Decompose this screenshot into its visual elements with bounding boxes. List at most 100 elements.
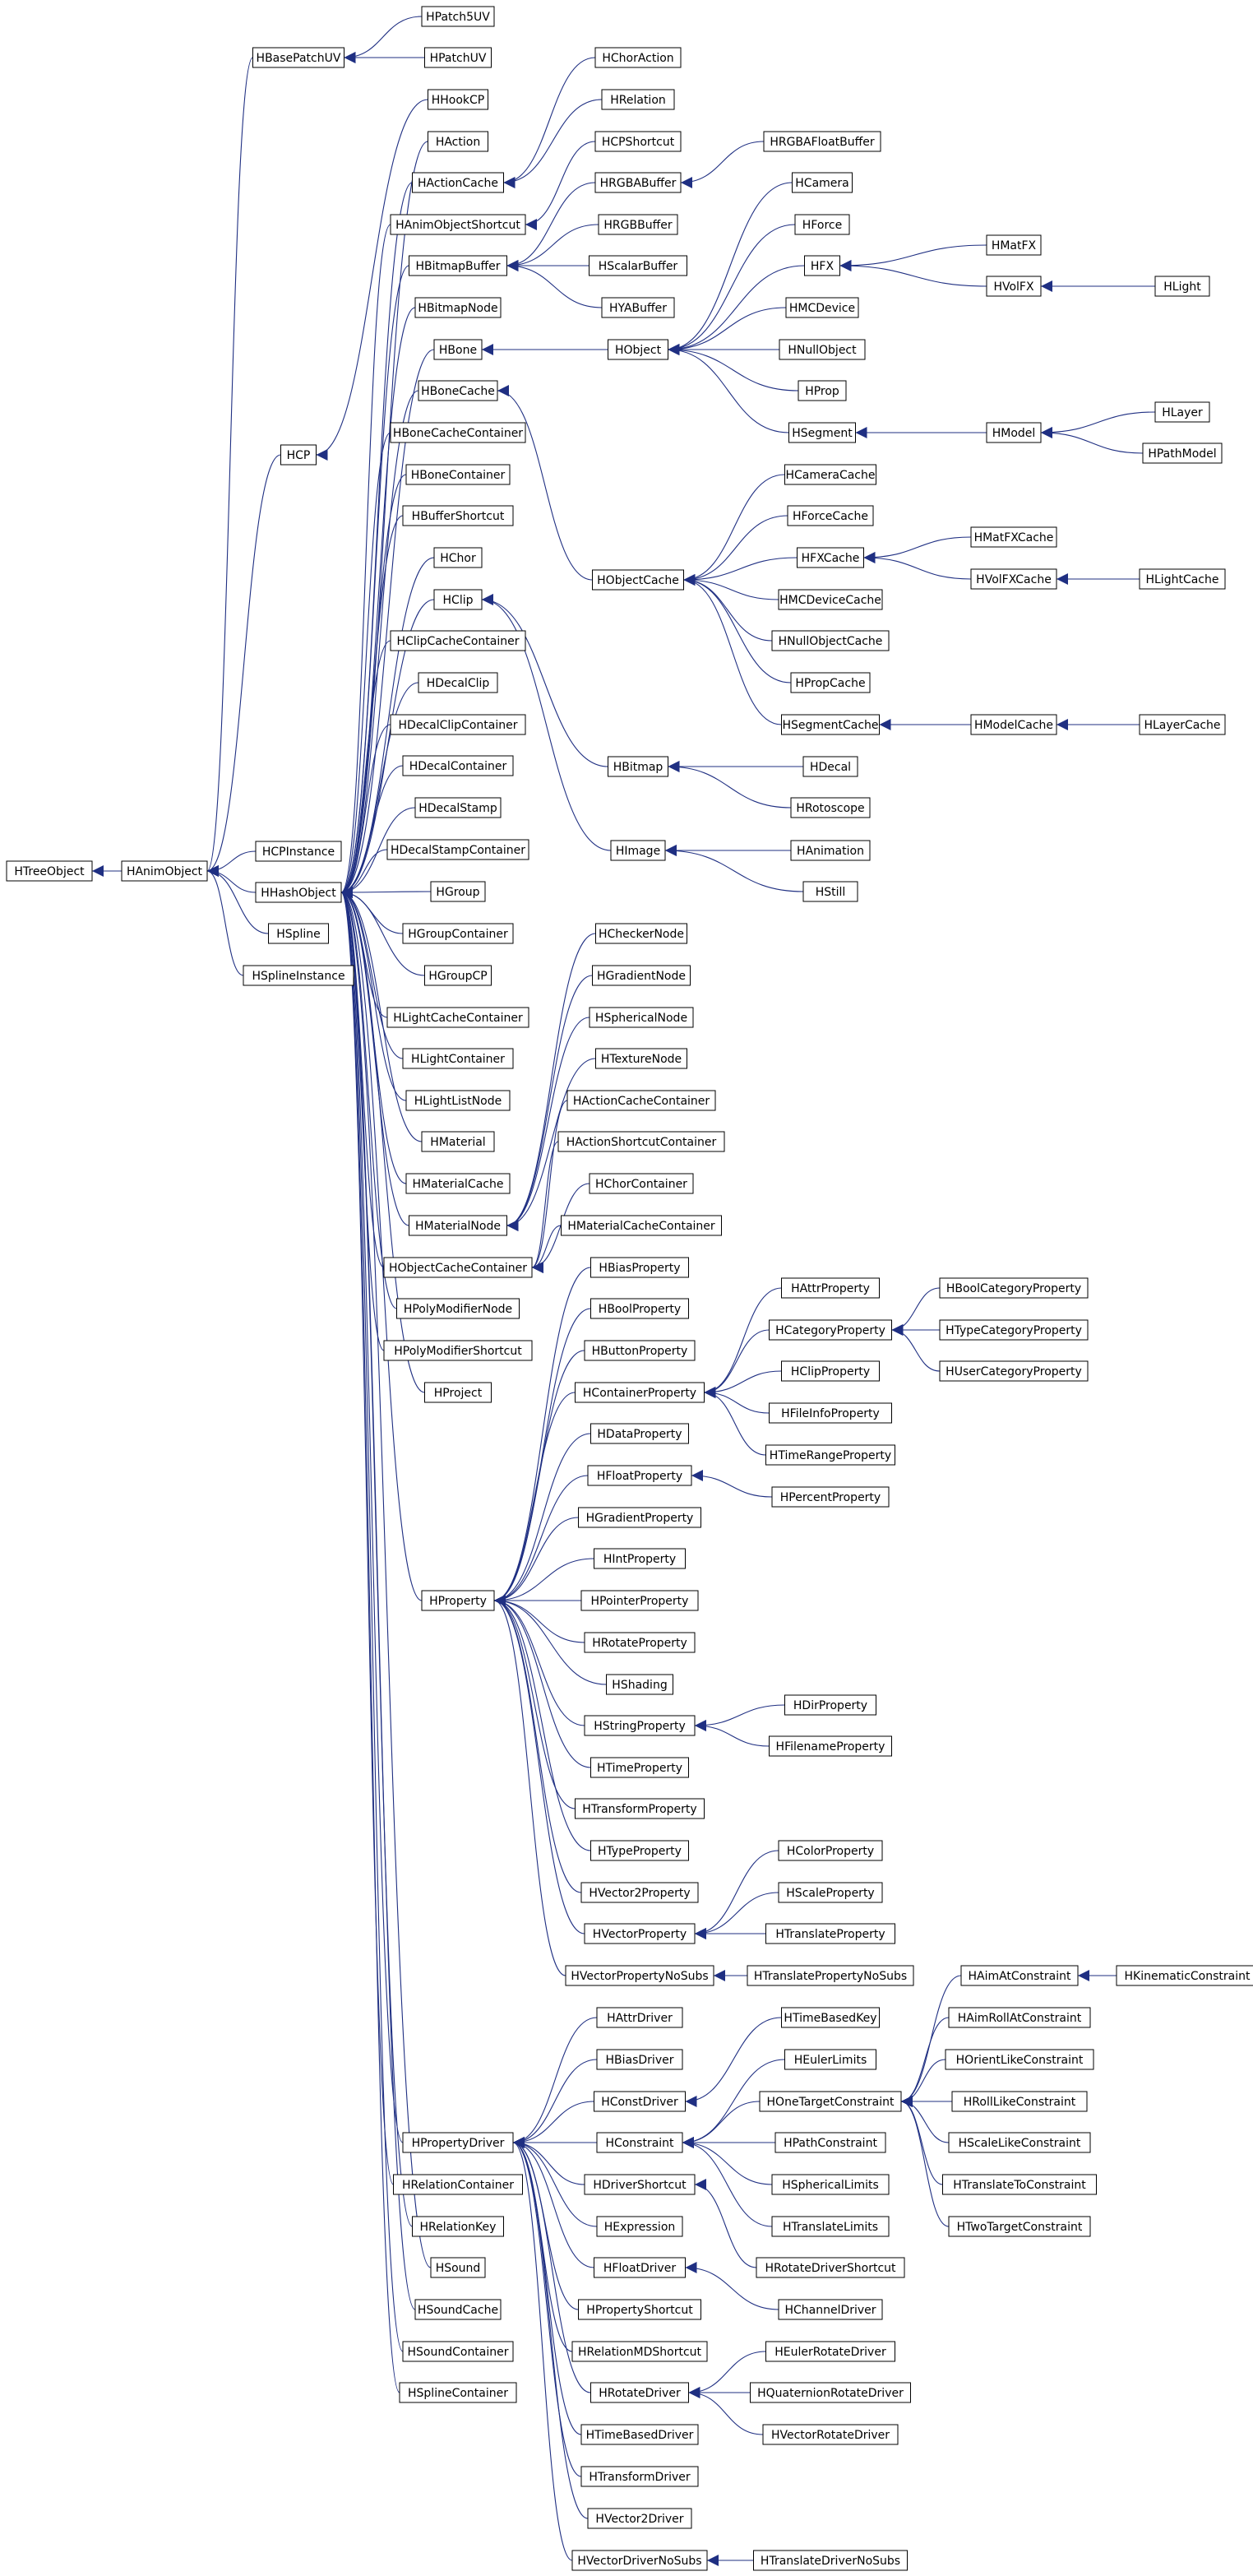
class-node-hspherical-limits[interactable]: HSphericalLimits xyxy=(771,2174,890,2195)
class-node-hspline-instance[interactable]: HSplineInstance xyxy=(243,965,354,986)
class-node-hchor[interactable]: HChor xyxy=(433,547,483,568)
class-node-hvol-fx[interactable]: HVolFX xyxy=(986,276,1042,297)
class-node-hsound-cache[interactable]: HSoundCache xyxy=(414,2299,502,2320)
class-node-htranslate-property-no-subs[interactable]: HTranslatePropertyNoSubs xyxy=(747,1965,914,1986)
class-node-hvector2-property[interactable]: HVector2Property xyxy=(580,1882,699,1903)
class-node-hanim-object[interactable]: HAnimObject xyxy=(121,860,208,882)
class-node-htwo-target-constraint[interactable]: HTwoTargetConstraint xyxy=(948,2216,1091,2237)
class-node-hvector-property-no-subs[interactable]: HVectorPropertyNoSubs xyxy=(565,1965,714,1986)
class-node-hpath-constraint[interactable]: HPathConstraint xyxy=(774,2132,886,2153)
class-node-hpatch-uv[interactable]: HPatchUV xyxy=(424,47,492,68)
class-node-hlayer-cache[interactable]: HLayerCache xyxy=(1139,714,1226,735)
class-node-hone-target-constraint[interactable]: HOneTargetConstraint xyxy=(759,2091,902,2112)
class-node-hvector-driver-no-subs[interactable]: HVectorDriverNoSubs xyxy=(571,2550,708,2571)
class-node-hfilename-property[interactable]: HFilenameProperty xyxy=(769,1735,892,1757)
class-node-hbias-driver[interactable]: HBiasDriver xyxy=(596,2049,683,2070)
class-node-hstill[interactable]: HStill xyxy=(802,881,858,902)
class-node-hstring-property[interactable]: HStringProperty xyxy=(584,1715,696,1736)
class-node-hconst-driver[interactable]: HConstDriver xyxy=(594,2091,686,2112)
class-node-hbitmap-node[interactable]: HBitmapNode xyxy=(414,297,502,318)
class-node-hlight-cache-container[interactable]: HLightCacheContainer xyxy=(386,1007,529,1028)
class-node-htranslate-driver-no-subs[interactable]: HTranslateDriverNoSubs xyxy=(753,2550,908,2571)
class-node-haction-shortcut-container[interactable]: HActionShortcutContainer xyxy=(557,1131,725,1152)
class-node-hcolor-property[interactable]: HColorProperty xyxy=(778,1840,883,1861)
class-node-htexture-node[interactable]: HTextureNode xyxy=(595,1048,687,1069)
class-node-haim-roll-at-constraint[interactable]: HAimRollAtConstraint xyxy=(948,2007,1091,2028)
class-node-hobject[interactable]: HObject xyxy=(608,339,668,360)
class-node-hdriver-shortcut[interactable]: HDriverShortcut xyxy=(584,2174,696,2195)
class-node-hgroup-cp[interactable]: HGroupCP xyxy=(424,965,492,986)
class-node-hlight-container[interactable]: HLightContainer xyxy=(402,1048,514,1069)
class-node-hnull-object-cache[interactable]: HNullObjectCache xyxy=(771,630,890,651)
class-node-hrotate-driver[interactable]: HRotateDriver xyxy=(590,2382,689,2403)
class-node-hexpression[interactable]: HExpression xyxy=(596,2216,683,2237)
class-node-hdecal-clip[interactable]: HDecalClip xyxy=(418,672,498,693)
class-node-hobject-cache[interactable]: HObjectCache xyxy=(592,569,684,591)
class-node-hcp[interactable]: HCP xyxy=(280,444,317,466)
class-node-heuler-limits[interactable]: HEulerLimits xyxy=(784,2049,876,2070)
class-node-hdata-property[interactable]: HDataProperty xyxy=(590,1423,689,1444)
class-node-hshading[interactable]: HShading xyxy=(606,1674,673,1695)
class-node-hscale-like-constraint[interactable]: HScaleLikeConstraint xyxy=(948,2132,1091,2153)
class-node-hsegment[interactable]: HSegment xyxy=(788,422,856,443)
class-node-htransform-driver[interactable]: HTransformDriver xyxy=(580,2466,699,2487)
class-node-hbone-cache[interactable]: HBoneCache xyxy=(418,380,498,401)
class-node-hbutton-property[interactable]: HButtonProperty xyxy=(584,1340,696,1361)
class-node-hproperty-shortcut[interactable]: HPropertyShortcut xyxy=(578,2299,701,2320)
class-node-hgroup[interactable]: HGroup xyxy=(430,881,486,902)
class-node-hcontainer-property[interactable]: HContainerProperty xyxy=(575,1382,705,1403)
class-node-hrelation-key[interactable]: HRelationKey xyxy=(412,2216,504,2237)
class-node-hfloat-driver[interactable]: HFloatDriver xyxy=(594,2257,686,2278)
class-node-hkinematic-constraint[interactable]: HKinematicConstraint xyxy=(1116,1965,1253,1986)
class-node-hdecal-container[interactable]: HDecalContainer xyxy=(402,755,514,776)
class-node-hpoly-modifier-shortcut[interactable]: HPolyModifierShortcut xyxy=(383,1340,533,1361)
class-node-hbuffer-shortcut[interactable]: HBufferShortcut xyxy=(402,505,514,526)
class-node-hlight-list-node[interactable]: HLightListNode xyxy=(405,1090,511,1111)
class-node-hbone-cache-container[interactable]: HBoneCacheContainer xyxy=(390,422,526,443)
class-node-haction-cache-container[interactable]: HActionCacheContainer xyxy=(566,1090,716,1111)
class-node-hmcdevice[interactable]: HMCDevice xyxy=(785,297,859,318)
class-node-hproperty[interactable]: HProperty xyxy=(421,1590,495,1611)
class-node-htime-based-key[interactable]: HTimeBasedKey xyxy=(781,2007,880,2028)
class-node-htype-category-property[interactable]: HTypeCategoryProperty xyxy=(939,1319,1089,1341)
class-node-heuler-rotate-driver[interactable]: HEulerRotateDriver xyxy=(765,2341,895,2362)
class-node-hmodel[interactable]: HModel xyxy=(986,422,1042,443)
class-node-hgradient-property[interactable]: HGradientProperty xyxy=(578,1507,701,1528)
class-node-hforce[interactable]: HForce xyxy=(794,214,850,235)
class-node-hquaternion-rotate-driver[interactable]: HQuaternionRotateDriver xyxy=(750,2382,911,2403)
class-node-hforce-cache[interactable]: HForceCache xyxy=(787,505,874,526)
class-node-hmat-fxcache[interactable]: HMatFXCache xyxy=(970,526,1057,548)
class-node-hclip[interactable]: HClip xyxy=(433,589,483,610)
class-node-haim-at-constraint[interactable]: HAimAtConstraint xyxy=(960,1965,1079,1986)
class-node-hattr-driver[interactable]: HAttrDriver xyxy=(596,2007,683,2028)
class-node-hcamera-cache[interactable]: HCameraCache xyxy=(784,464,876,485)
class-node-hdecal-clip-container[interactable]: HDecalClipContainer xyxy=(390,714,526,735)
class-node-hhook-cp[interactable]: HHookCP xyxy=(428,89,488,110)
class-node-htime-based-driver[interactable]: HTimeBasedDriver xyxy=(580,2424,699,2445)
class-node-hsound[interactable]: HSound xyxy=(430,2257,486,2278)
class-node-hvector-rotate-driver[interactable]: HVectorRotateDriver xyxy=(762,2424,899,2445)
class-node-hrotate-property[interactable]: HRotateProperty xyxy=(584,1632,696,1653)
class-node-hprop[interactable]: HProp xyxy=(798,380,847,401)
class-node-hsegment-cache[interactable]: HSegmentCache xyxy=(781,714,880,735)
class-node-hrgbafloat-buffer[interactable]: HRGBAFloatBuffer xyxy=(763,131,881,152)
class-node-hfloat-property[interactable]: HFloatProperty xyxy=(587,1465,692,1486)
class-node-hclip-cache-container[interactable]: HClipCacheContainer xyxy=(390,630,526,651)
class-node-hmat-fx[interactable]: HMatFX xyxy=(986,234,1042,256)
class-node-hfx[interactable]: HFX xyxy=(804,255,840,276)
class-node-hmaterial-cache[interactable]: HMaterialCache xyxy=(405,1173,511,1194)
class-node-hdir-property[interactable]: HDirProperty xyxy=(784,1694,876,1716)
class-node-hmaterial-cache-container[interactable]: HMaterialCacheContainer xyxy=(561,1215,722,1236)
class-node-hobject-cache-container[interactable]: HObjectCacheContainer xyxy=(383,1257,533,1278)
class-node-htranslate-to-constraint[interactable]: HTranslateToConstraint xyxy=(942,2174,1097,2195)
class-node-hpatch5-uv[interactable]: HPatch5UV xyxy=(421,6,495,27)
class-node-himage[interactable]: HImage xyxy=(610,840,666,861)
class-node-htranslate-limits[interactable]: HTranslateLimits xyxy=(771,2216,890,2237)
class-node-hlight-cache[interactable]: HLightCache xyxy=(1139,568,1226,590)
class-node-hroll-like-constraint[interactable]: HRollLikeConstraint xyxy=(951,2091,1088,2112)
class-node-horient-like-constraint[interactable]: HOrientLikeConstraint xyxy=(945,2049,1094,2070)
class-node-hrgbbuffer[interactable]: HRGBBuffer xyxy=(598,214,678,235)
class-node-hcamera[interactable]: HCamera xyxy=(792,172,853,193)
class-node-hlight[interactable]: HLight xyxy=(1154,276,1210,297)
class-node-htree-object[interactable]: HTreeObject xyxy=(6,860,93,882)
